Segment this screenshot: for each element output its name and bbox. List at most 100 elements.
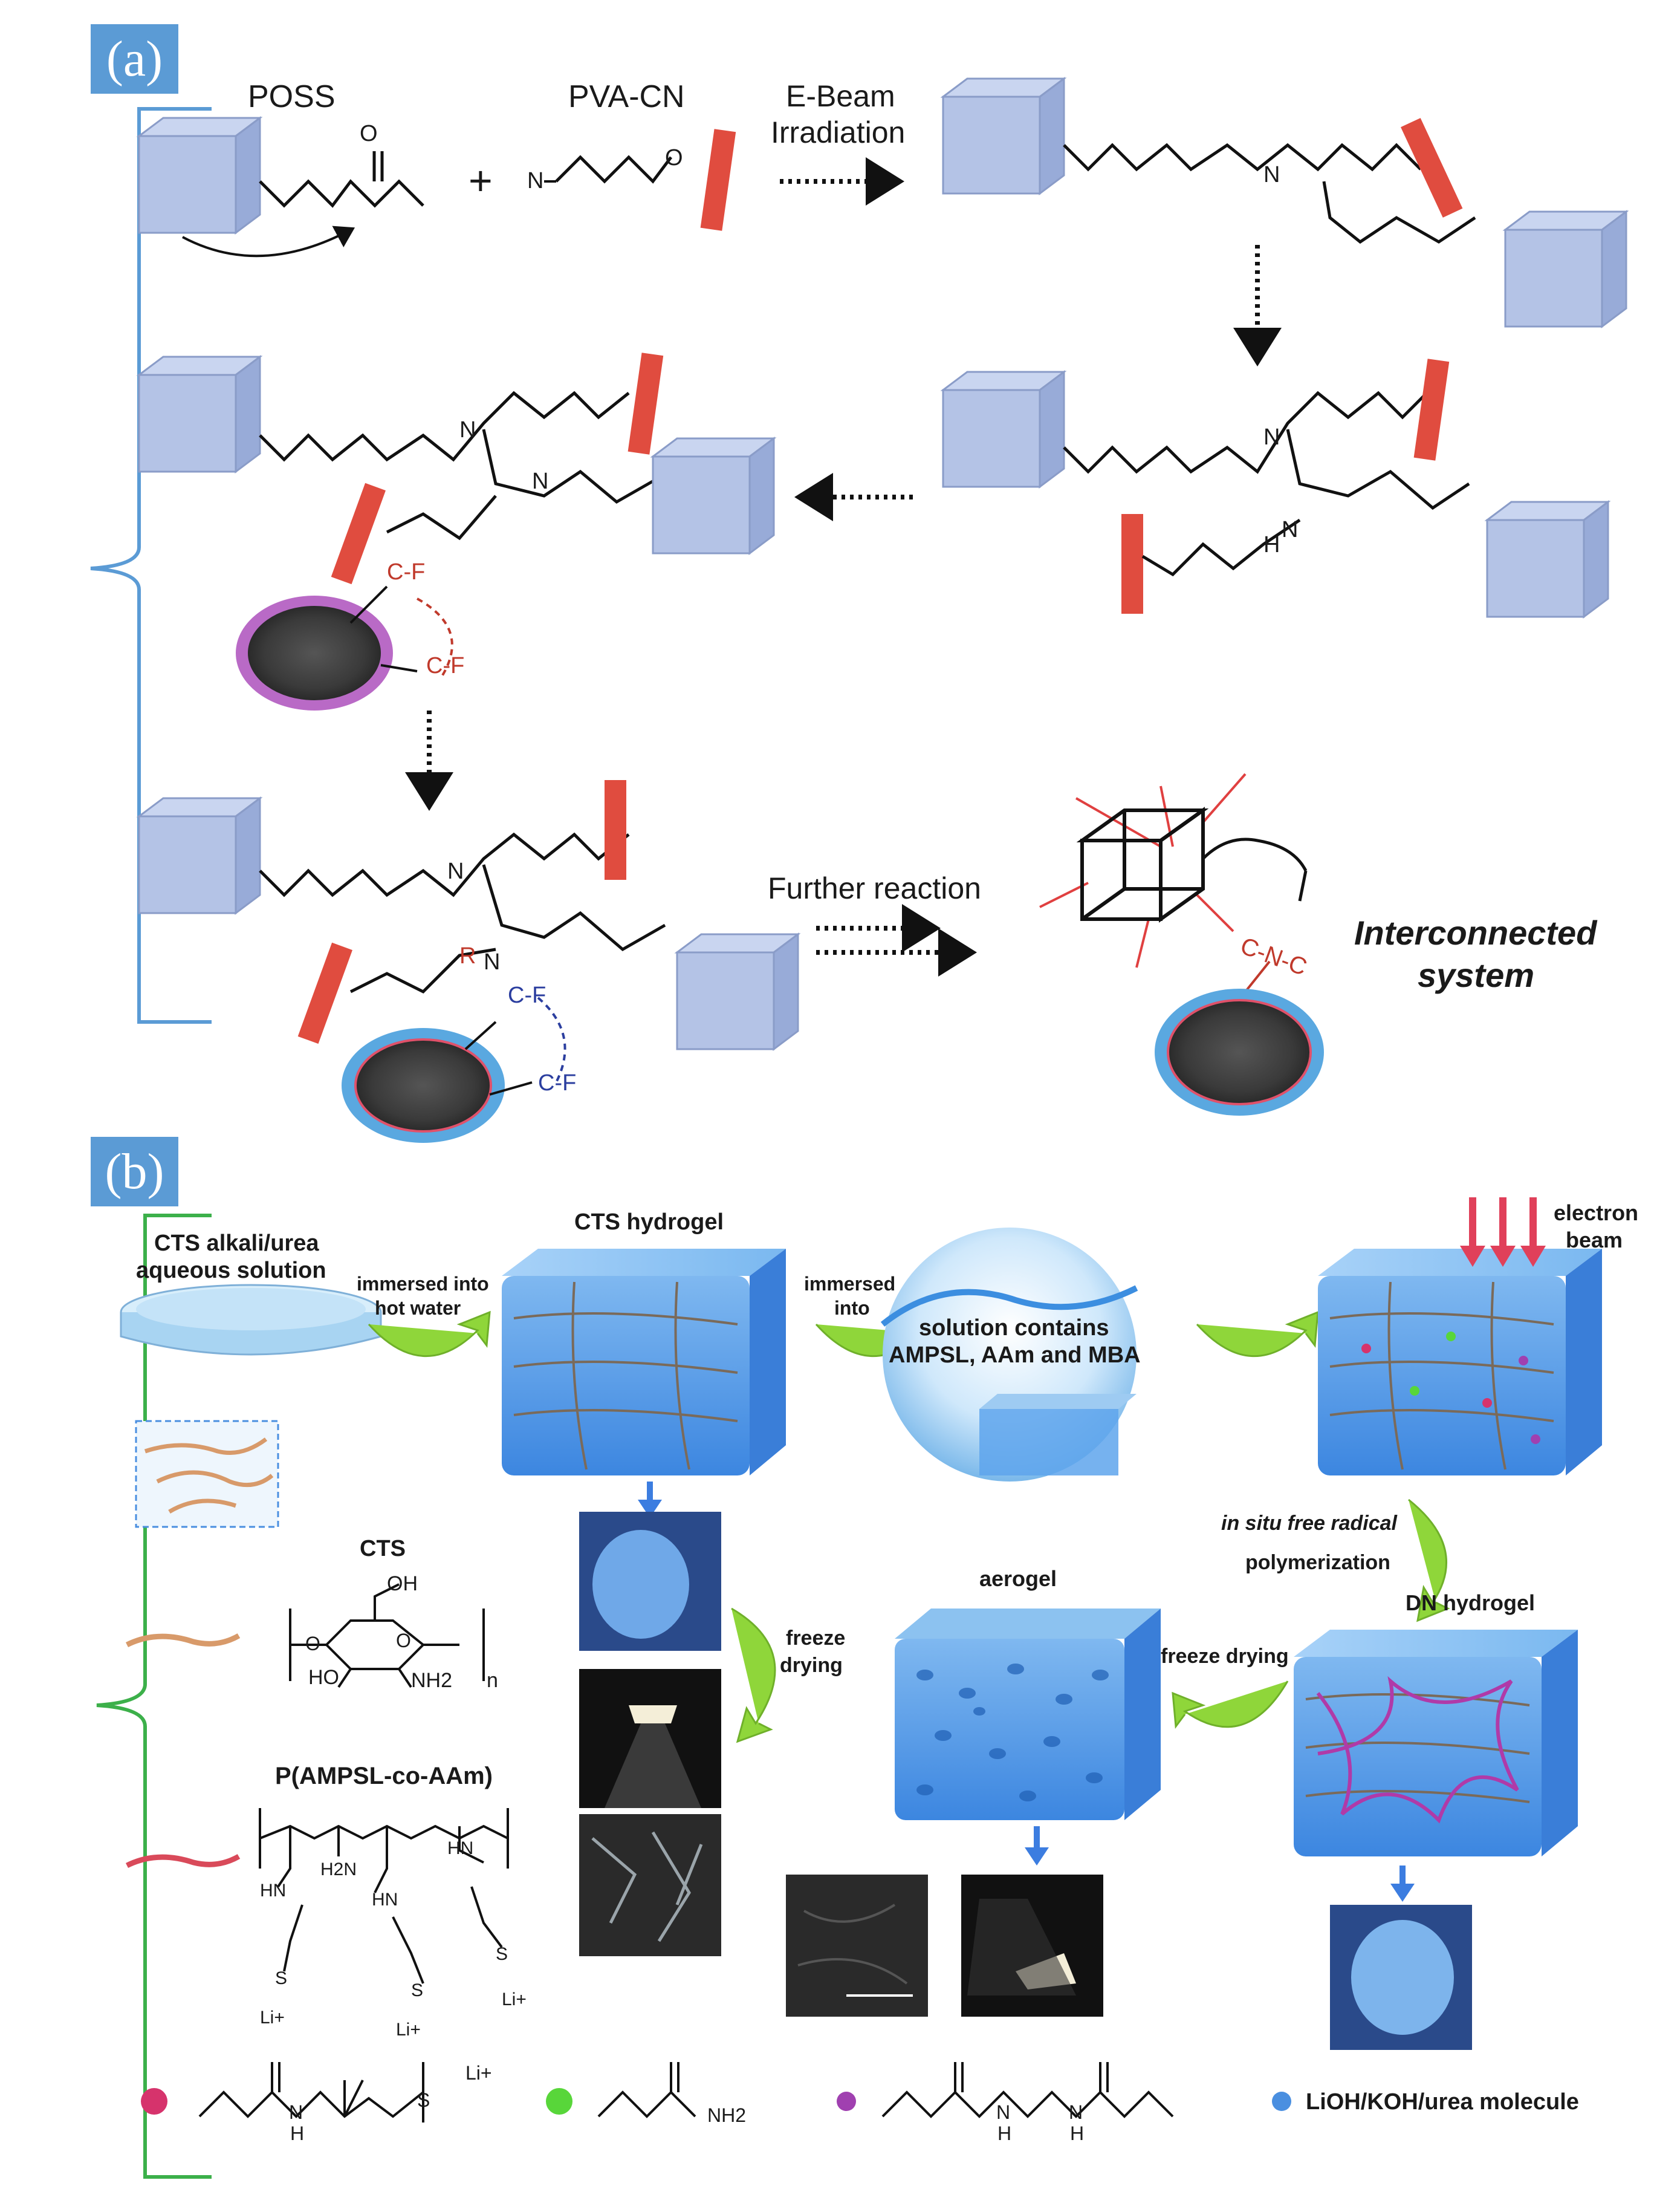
cts-chain-swatch (125, 1633, 241, 1648)
copolymer-structure (259, 1808, 509, 1984)
cts-o-ring: O (396, 1630, 411, 1651)
panel-a-bracket (90, 107, 212, 1024)
pva-rod-2 (1401, 118, 1463, 218)
ebeam-label-2: Irradiation (771, 115, 906, 149)
legend-ampsl-n: N (289, 2101, 303, 2123)
legend-mba-h-1: H (997, 2123, 1012, 2144)
freeze-drying-label-1: freeze (786, 1627, 846, 1650)
poss-cube-3 (1502, 210, 1629, 328)
legend-ampsl-structure (198, 2062, 424, 2123)
pva-rod-8 (297, 942, 352, 1044)
panel-a-tag: (a) (91, 24, 178, 94)
panel-b-tag: (b) (91, 1137, 178, 1206)
copolymer-s-1: S (275, 1968, 288, 1988)
cts-n: n (487, 1669, 498, 1692)
particle-2 (342, 1028, 505, 1143)
cts-solution-label-1: CTS alkali/urea (154, 1231, 319, 1256)
legend-mba-structure (881, 2062, 1174, 2118)
pva-rod-1 (700, 129, 736, 231)
legend-lioh-dot (1272, 2092, 1291, 2111)
legend-mba-n-1: N (996, 2101, 1011, 2123)
blue-down-arrow-1 (638, 1482, 662, 1518)
poss-label: POSS (248, 79, 336, 114)
atom-cf-blue-1: C-F (508, 983, 546, 1008)
green-arrow-1 (368, 1310, 491, 1357)
panel-a (90, 77, 1629, 1143)
cts-ho: HO (308, 1666, 339, 1689)
copolymer-hn-3: HN (447, 1838, 474, 1858)
poss-cube-7 (650, 437, 777, 555)
atom-r: R (459, 943, 476, 969)
electron-beam-label-2: beam (1566, 1228, 1623, 1252)
copolymer-chain-swatch (125, 1854, 241, 1869)
product-chain-2 (259, 832, 630, 897)
blue-down-arrow-2 (1025, 1826, 1049, 1866)
dn-hydrogel-label: DN hydrogel (1406, 1590, 1536, 1615)
immersed-into-label-2: into (834, 1297, 870, 1319)
poss-cube-6 (136, 355, 263, 473)
intermediate-chain-1 (1063, 143, 1422, 172)
immersed-into-label-1: immersed (804, 1273, 896, 1295)
legend-mba-h-2: H (1070, 2123, 1085, 2144)
pva-rod-5 (628, 353, 664, 455)
copolymer-li-2: Li+ (396, 2020, 421, 2040)
product-chain-1 (259, 391, 630, 462)
legend-mba-dot (837, 2092, 856, 2111)
cts-solution-label-2: aqueous solution (136, 1258, 326, 1283)
atom-n-5: N (459, 417, 476, 443)
legend-aam-nh2: NH2 (707, 2104, 747, 2126)
blue-down-arrow-3 (1390, 1866, 1415, 1902)
cf-link-blue (537, 997, 566, 1083)
pva-rod-7 (605, 780, 626, 880)
atom-n-8: N (484, 949, 501, 975)
copolymer-li-1: Li+ (260, 2008, 285, 2028)
electron-beam-label-1: electron (1554, 1200, 1639, 1225)
electron-beam-block (1318, 1249, 1602, 1475)
interconnected-label-1: Interconnected (1354, 914, 1597, 952)
pva-rod-6 (331, 483, 386, 585)
immersed-hot-label-2: hot water (375, 1297, 461, 1319)
atom-n-2: N (1263, 162, 1280, 187)
in-situ-label-2: polymerization (1245, 1551, 1390, 1574)
aerogel-label: aerogel (979, 1566, 1057, 1591)
legend-lioh-label: LiOH/KOH/urea molecule (1306, 2089, 1579, 2115)
cts-o-link: O (305, 1633, 320, 1654)
ebeam-label-1: E-Beam (786, 79, 895, 113)
cts-nh2: NH2 (411, 1669, 453, 1692)
atom-n-6: N (532, 469, 549, 494)
copolymer-hn-2: HN (372, 1890, 398, 1910)
particle-3 (1155, 989, 1324, 1116)
cf-link-red (417, 597, 453, 678)
poss-cube-2 (940, 77, 1067, 195)
green-arrow-6 (1172, 1680, 1289, 1729)
copolymer-label: P(AMPSL-co-AAm) (275, 1763, 493, 1789)
solution-sphere (880, 1228, 1138, 1482)
copolymer-h2n: H2N (320, 1859, 357, 1879)
legend-mba-n-2: N (1069, 2101, 1083, 2123)
immersed-hot-label-1: immersed into (357, 1273, 489, 1295)
acrylate-chain-1 (259, 179, 424, 208)
cts-label: CTS (360, 1536, 406, 1561)
cts-structure (289, 1583, 485, 1688)
pvacn-label: PVA-CN (568, 79, 685, 114)
pva-cn-chain (555, 155, 672, 184)
atom-o-2: O (360, 121, 378, 146)
aerogel-block (895, 1609, 1161, 1820)
poss-cube-1 (136, 116, 263, 235)
green-arrow-4 (1408, 1498, 1450, 1622)
atom-n-7: N (447, 859, 464, 884)
atom-cf-red-1: C-F (387, 559, 426, 585)
copolymer-s-2: S (411, 1980, 424, 2000)
freeze-drying-label-2: drying (780, 1654, 843, 1677)
legend-ampsl-li: Li+ (465, 2062, 492, 2084)
panel-b-bracket (96, 1214, 212, 2179)
copolymer-hn-1: HN (260, 1881, 287, 1901)
petri-dish (120, 1284, 382, 1356)
atom-cf-blue-2: C-F (538, 1070, 577, 1096)
particle-1 (236, 596, 393, 711)
green-arrow-5 (731, 1607, 776, 1743)
atom-n-3: N (1263, 425, 1280, 450)
cts-aerogel-sem (579, 1814, 721, 1956)
intermediate-chain-2 (1063, 391, 1428, 474)
in-situ-label-1: in situ free radical (1221, 1512, 1397, 1535)
